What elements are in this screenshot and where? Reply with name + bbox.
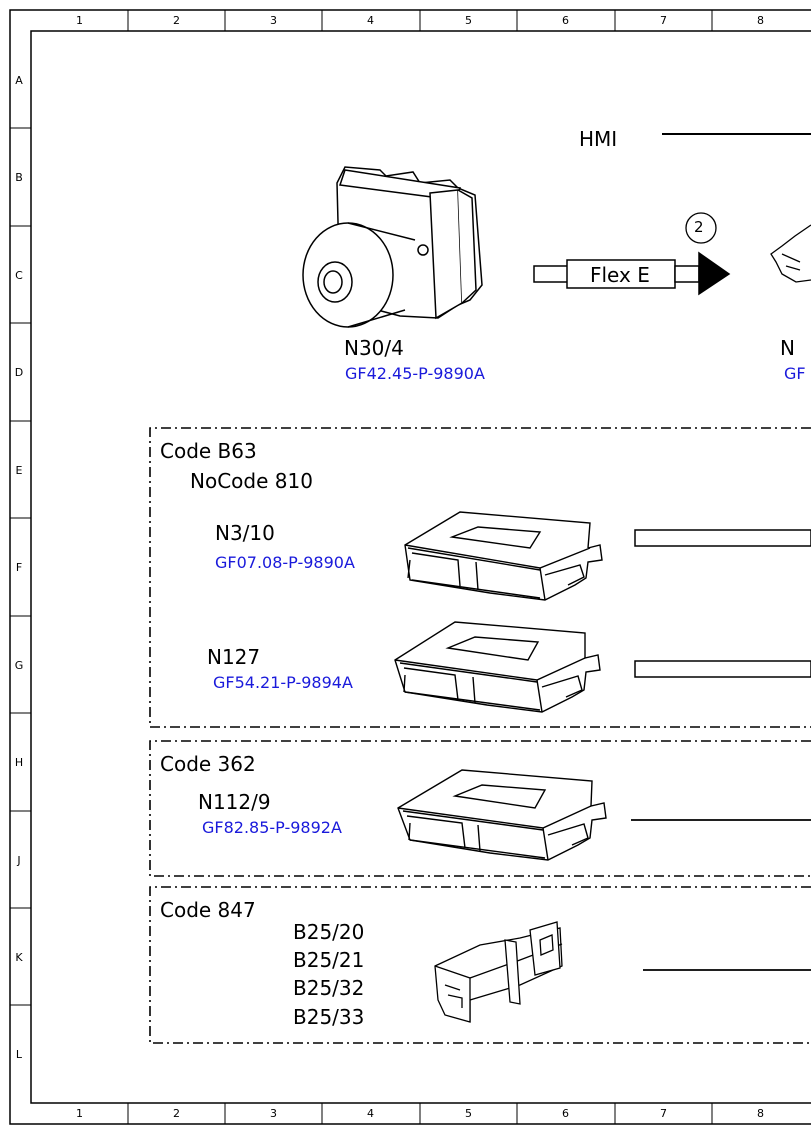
column-label: 5 <box>465 1107 472 1120</box>
ref-link-partial[interactable]: GF <box>784 364 806 383</box>
row-label: E <box>15 464 23 477</box>
code-362-label: Code 362 <box>160 752 256 776</box>
sensor-name: B25/32 <box>293 976 365 1000</box>
unit-name-n3-10: N3/10 <box>215 521 275 545</box>
row-label: A <box>15 74 23 87</box>
row-label: J <box>17 854 21 867</box>
unit-name-n127: N127 <box>207 645 261 669</box>
column-label: 3 <box>270 1107 277 1120</box>
connector-number: 2 <box>694 218 704 236</box>
column-ticks <box>127 10 713 1124</box>
unit-name-n112-9: N112/9 <box>198 790 271 814</box>
column-label: 1 <box>76 14 83 27</box>
column-label: 5 <box>465 14 472 27</box>
sensor-name: B25/33 <box>293 1005 365 1029</box>
control-unit-n112-9-icon <box>397 769 607 861</box>
column-label: 7 <box>660 1107 667 1120</box>
ref-link-n112-9[interactable]: GF82.85-P-9892A <box>202 818 342 837</box>
row-label: L <box>15 1048 23 1061</box>
ref-link-n30-4[interactable]: GF42.45-P-9890A <box>345 364 485 383</box>
sensor-name: B25/21 <box>293 948 365 972</box>
column-label: 4 <box>367 1107 374 1120</box>
row-ticks <box>10 127 31 1006</box>
column-label: 1 <box>76 1107 83 1120</box>
row-label: G <box>14 659 24 672</box>
row-label: F <box>15 561 23 574</box>
hmi-label: HMI <box>579 127 618 151</box>
column-label: 2 <box>173 1107 180 1120</box>
code-847-label: Code 847 <box>160 898 256 922</box>
nocode-810-label: NoCode 810 <box>190 469 313 493</box>
code-847-boundary <box>149 886 811 1044</box>
column-label: 4 <box>367 14 374 27</box>
code-b63-label: Code B63 <box>160 439 257 463</box>
column-label: 8 <box>757 14 764 27</box>
partial-unit-icon <box>770 224 811 283</box>
ref-link-n3-10[interactable]: GF07.08-P-9890A <box>215 553 355 572</box>
unit-name-n30-4: N30/4 <box>344 336 404 360</box>
hydraulic-unit-n30-4-icon <box>302 166 483 328</box>
row-label: B <box>15 171 23 184</box>
control-unit-n3-10-icon <box>404 511 603 601</box>
ref-link-n127[interactable]: GF54.21-P-9894A <box>213 673 353 692</box>
column-label: 3 <box>270 14 277 27</box>
column-label: 2 <box>173 14 180 27</box>
can-bus-bar-n3-10 <box>634 529 811 547</box>
sensor-b25-icon <box>434 921 563 1023</box>
sensor-name: B25/20 <box>293 920 365 944</box>
row-label: K <box>15 951 23 964</box>
connector-circle-icon <box>685 212 717 244</box>
can-bus-bar-n127 <box>634 660 811 678</box>
unit-name-partial: N <box>780 336 795 360</box>
row-label: H <box>14 756 24 769</box>
row-label: C <box>15 269 23 282</box>
column-label: 8 <box>757 1107 764 1120</box>
code-362-boundary <box>149 740 811 877</box>
drawing-frame <box>9 9 811 1125</box>
row-label: D <box>14 366 24 379</box>
flex-e-arrow-icon <box>533 251 731 296</box>
column-label: 7 <box>660 14 667 27</box>
flex-e-label: Flex E <box>590 263 650 287</box>
column-label: 6 <box>562 1107 569 1120</box>
control-unit-n127-icon <box>394 621 601 713</box>
column-label: 6 <box>562 14 569 27</box>
